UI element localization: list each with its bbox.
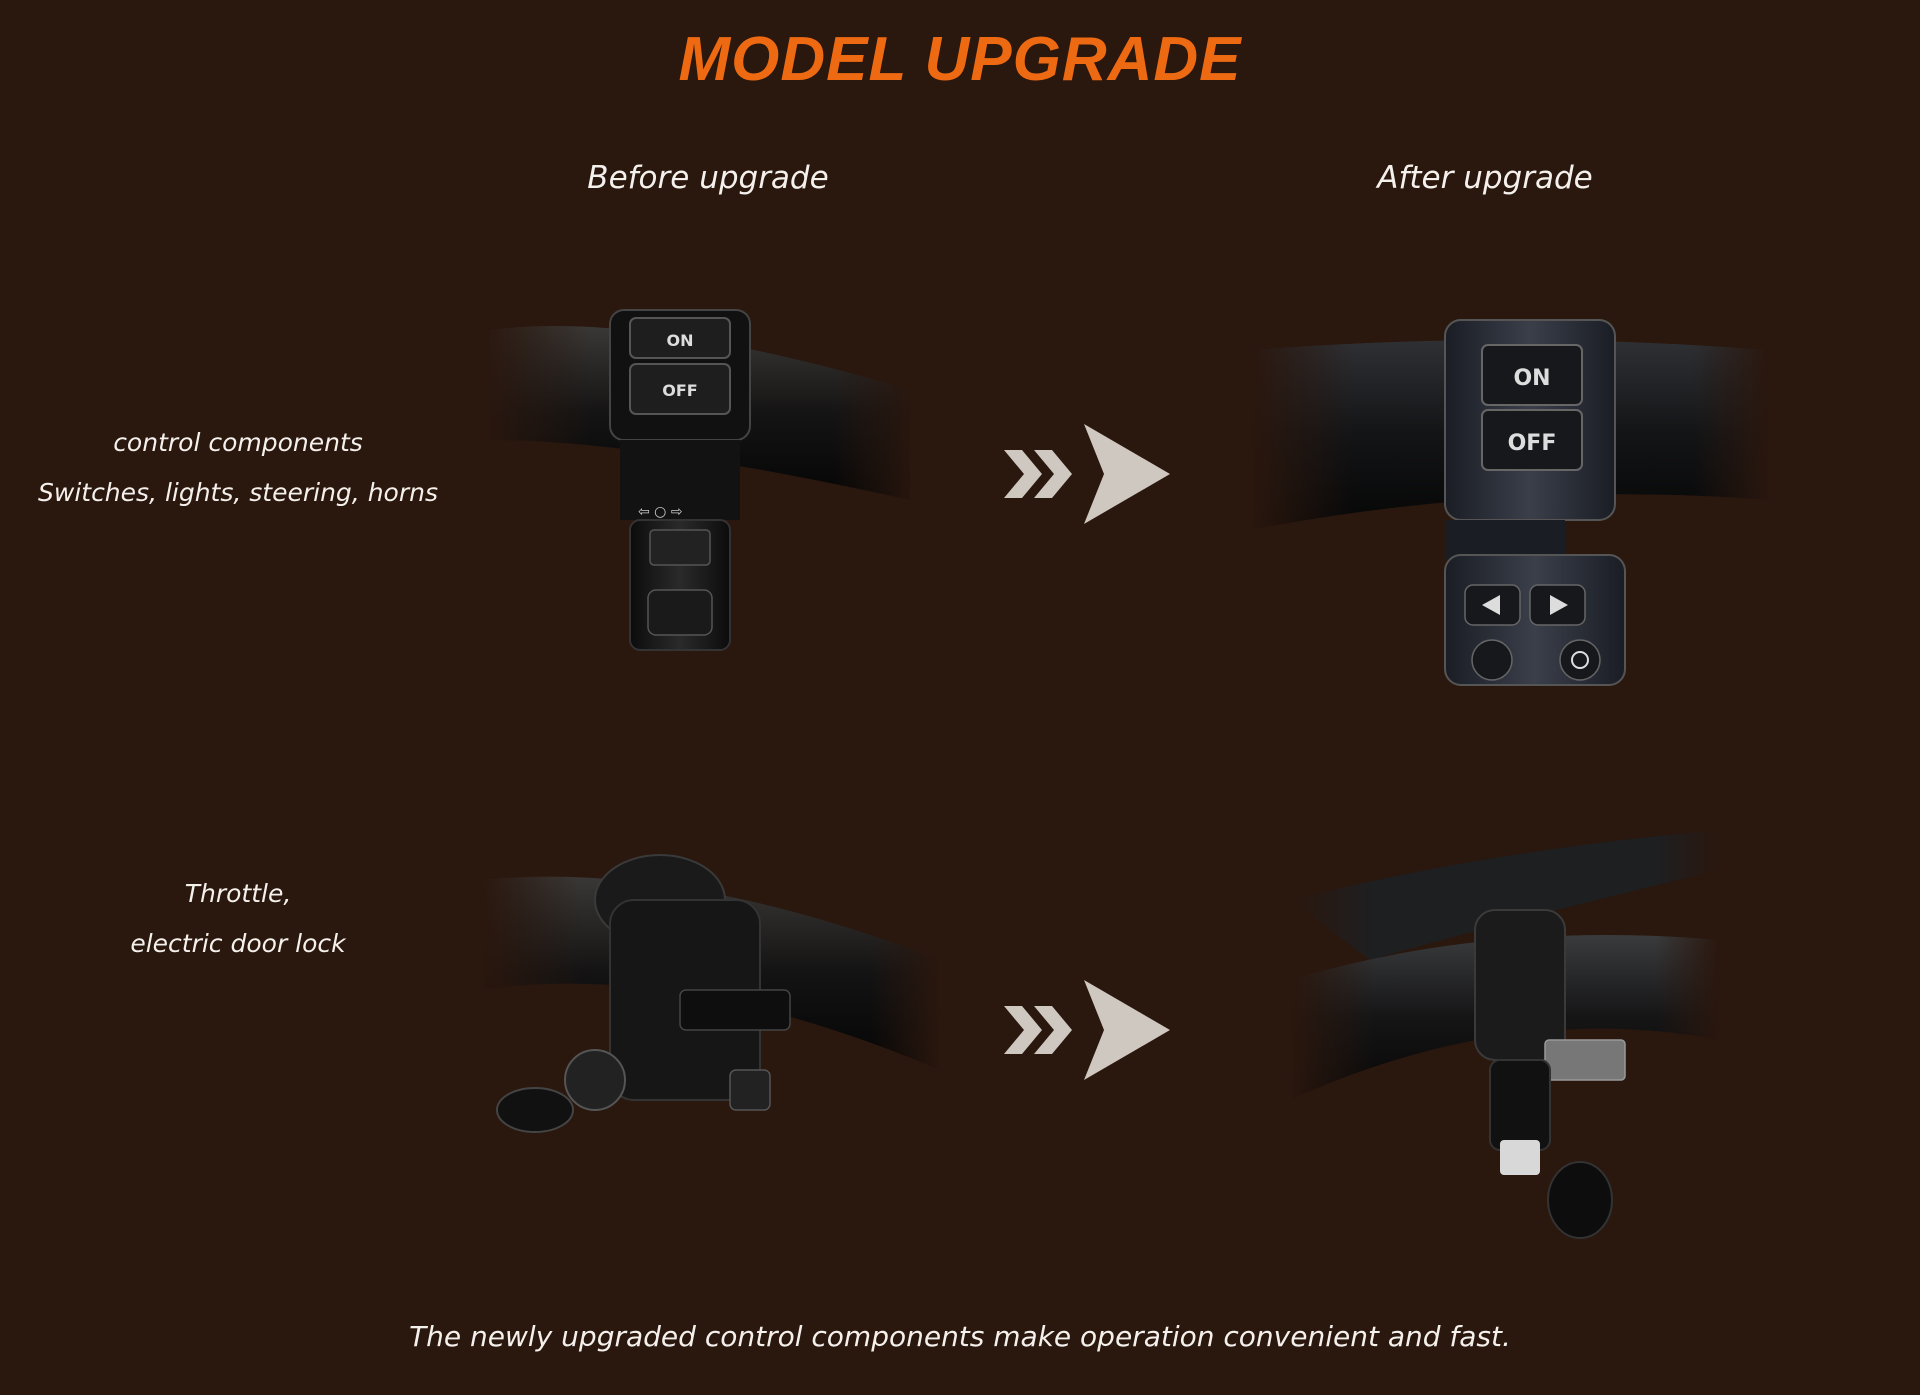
row-label-line: control components <box>113 428 363 457</box>
after-upgrade-heading: After upgrade <box>1377 160 1593 196</box>
page-title: MODEL UPGRADE <box>678 25 1242 94</box>
switch-on-label: ON <box>667 331 694 350</box>
svg-text:⇦ ○ ⇨: ⇦ ○ ⇨ <box>638 504 683 520</box>
row-label-line: Switches, lights, steering, horns <box>38 478 438 507</box>
footer-caption: The newly upgraded control components ma… <box>409 1320 1511 1353</box>
after-switch-photo: ON OFF <box>1250 300 1770 700</box>
upgrade-arrow-icon <box>1004 980 1174 1084</box>
before-switch-photo: ON OFF ⇦ ○ ⇨ <box>480 290 920 670</box>
row-label-line: Throttle, <box>184 879 292 908</box>
upgraded-switch-off-label: OFF <box>1508 431 1557 456</box>
after-throttle-photo <box>1290 810 1720 1260</box>
row-label-line: electric door lock <box>130 929 346 958</box>
upgraded-switch-on-label: ON <box>1513 366 1550 391</box>
row-label-control-components: control components Switches, lights, ste… <box>20 418 456 518</box>
row-label-throttle: Throttle, electric door lock <box>20 869 456 969</box>
upgrade-arrow-icon <box>1004 424 1174 528</box>
before-upgrade-heading: Before upgrade <box>587 160 829 196</box>
before-throttle-photo <box>480 840 940 1160</box>
switch-off-label: OFF <box>662 381 697 400</box>
